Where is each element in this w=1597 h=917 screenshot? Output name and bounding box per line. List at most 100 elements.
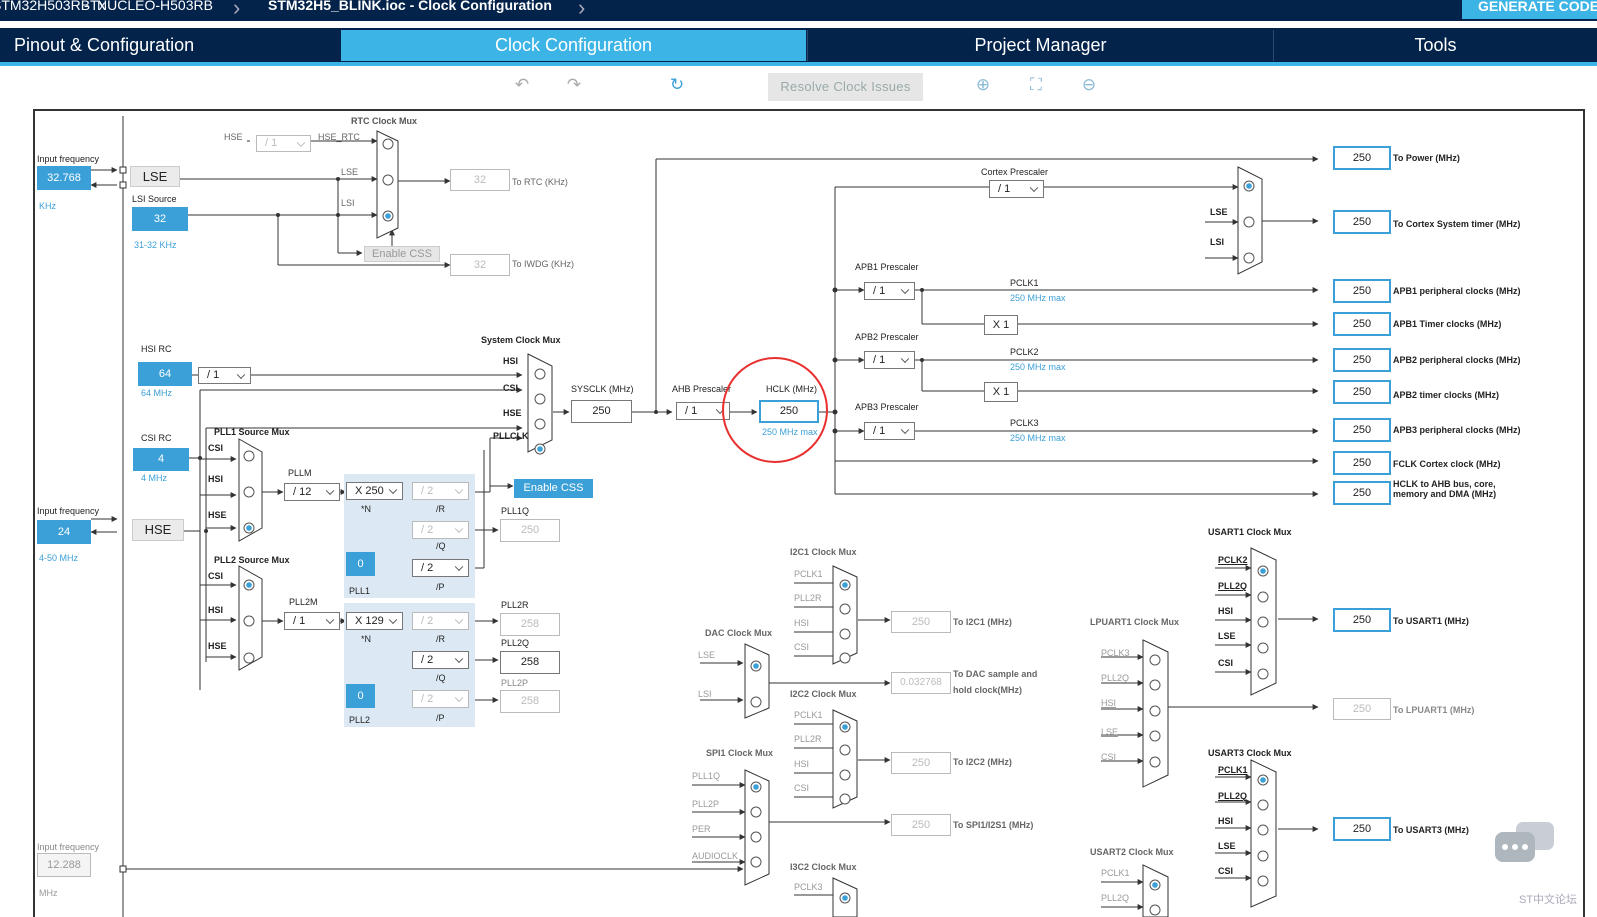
pll1-mux-hse: HSE [208,510,227,520]
hse-input-frequency[interactable]: 24 [37,520,91,544]
zoom-in-icon[interactable]: ⊕ [975,75,991,94]
iwdg-output-value: 32 [450,254,510,276]
cortex-lse-label: LSE [1210,207,1228,217]
csi-unit: 4 MHz [141,473,168,483]
cortex-prescaler[interactable]: / 1 [989,180,1044,198]
sysclk-value: 250 [571,400,632,423]
apb1-prescaler-label: APB1 Prescaler [855,262,919,272]
output-label: APB3 peripheral clocks (MHz) [1393,425,1521,435]
system-clock-mux-label: System Clock Mux [481,335,561,345]
hse-block[interactable]: HSE [132,519,184,541]
fit-icon[interactable]: ⛶ [1030,75,1042,94]
pclk3-label: PCLK3 [1010,418,1039,428]
breadcrumb-arrow-icon: › [233,0,241,20]
pll2-r-label: /R [436,634,445,644]
tab-tools[interactable]: Tools [1414,35,1457,55]
sysclk-label: SYSCLK (MHz) [571,384,634,394]
csi-rc-label: CSI RC [141,433,172,443]
pllm-divider[interactable]: / 12 [284,483,340,501]
pll2q-label: PLL2Q [501,638,530,648]
i2c2-in-pclk1: PCLK1 [794,710,823,720]
pll1-n-multiplier[interactable]: X 250 [346,482,403,500]
hsi-unit: 64 MHz [141,388,173,398]
output-value: 250 [1333,146,1391,170]
pll1-p-label: /P [436,582,445,592]
pclk2-max: 250 MHz max [1010,362,1066,372]
output-value: 250 [1333,481,1391,505]
cortex-lsi-label: LSI [1210,237,1225,247]
pll1-p-divider[interactable]: / 2 [412,559,469,577]
pll1-q-divider[interactable]: / 2 [412,521,469,539]
hsi-divider[interactable]: / 1 [198,367,251,384]
pll2-fractional[interactable]: 0 [346,684,375,708]
cortex-prescaler-label: Cortex Prescaler [981,167,1049,177]
tab-pinout[interactable]: Pinout & Configuration [14,35,195,55]
lpuart1-in-hsi: HSI [1101,698,1117,708]
breadcrumb-chip[interactable]: STM32H503RBTx [0,0,106,13]
tab-project-manager[interactable]: Project Manager [974,35,1107,55]
spi1-mux-label: SPI1 Clock Mux [706,748,774,758]
hsi-rc-label: HSI RC [141,344,172,354]
rtc-enable-css-button[interactable]: Enable CSS [364,246,440,262]
pll2-q-divider[interactable]: / 2 [412,651,469,669]
zoom-out-icon[interactable]: ⊖ [1081,75,1097,94]
tab-clock[interactable]: Clock Configuration [341,30,806,61]
pclk1-label: PCLK1 [1010,278,1039,288]
pll1-r-divider[interactable]: / 2 [412,482,469,500]
apb3-prescaler-label: APB3 Prescaler [855,402,919,412]
pllm-label: PLLM [288,468,312,478]
output-label: FCLK Cortex clock (MHz) [1393,459,1501,469]
breadcrumb-file[interactable]: STM32H5_BLINK.ioc - Clock Configuration [268,0,552,13]
tab-separator [1273,30,1274,61]
pll1q-label: PLL1Q [501,506,530,516]
pclk2-label: PCLK2 [1010,347,1039,357]
pll2r-value: 258 [500,613,560,636]
hsi-value: 64 [138,362,192,386]
pll2m-label: PLL2M [289,597,318,607]
i2c2-in-hsi: HSI [794,759,810,769]
dac-mux-label: DAC Clock Mux [705,628,773,638]
apb2-timer-multiplier: X 1 [984,382,1018,402]
resolve-clock-issues-button[interactable]: Resolve Clock Issues [768,73,923,101]
output-value: 250 [1333,279,1391,303]
output-label: APB1 Timer clocks (MHz) [1393,319,1502,329]
pll1-fractional[interactable]: 0 [346,552,375,576]
breadcrumb-board[interactable]: NUCLEO-H503RB [97,0,213,13]
usart1-output-label: To USART1 (MHz) [1393,616,1469,626]
generate-code-button[interactable]: GENERATE CODE [1462,0,1597,19]
refresh-icon[interactable]: ↻ [669,75,685,94]
ahb-prescaler[interactable]: / 1 [676,402,730,420]
i2c1-output-label: To I2C1 (MHz) [953,617,1012,627]
pll1q-value: 250 [500,519,560,542]
apb1-prescaler[interactable]: / 1 [864,282,915,300]
pll1-n-label: *N [361,504,372,514]
rtc-hse-divider[interactable]: / 1 [256,135,311,152]
lsi-range: 31-32 KHz [134,240,177,250]
breadcrumb-sep: - [84,0,89,13]
spi1-output-value: 250 [891,814,951,836]
pll2-r-divider[interactable]: / 2 [412,612,469,630]
pll2-p-divider[interactable]: / 2 [412,690,469,708]
usart3-mux-label: USART3 Clock Mux [1208,748,1292,758]
i2c2-in-csi: CSI [794,783,810,793]
redo-icon[interactable]: ↷ [566,75,582,94]
i2c1-output-value: 250 [891,611,951,633]
pll2-n-multiplier[interactable]: X 129 [346,612,403,630]
apb3-prescaler[interactable]: / 1 [864,422,915,440]
lpuart1-in-pll2q: PLL2Q [1101,673,1130,683]
lse-input-frequency[interactable]: 32.768 [37,166,91,190]
enable-css-button[interactable]: Enable CSS [514,479,593,498]
ext-input-frequency[interactable]: 12.288 [37,853,91,877]
undo-icon[interactable]: ↶ [514,75,530,94]
chat-icon[interactable] [1490,818,1558,878]
dac-in-lse: LSE [698,650,716,660]
rtc-mux-label: RTC Clock Mux [351,116,418,126]
i2c2-in-pll2r: PLL2R [794,734,822,744]
lse-input-frequency-label: Input frequency [37,154,100,164]
output-label: HCLK to AHB bus, core, memory and DMA (M… [1393,479,1497,499]
lse-block[interactable]: LSE [130,166,180,187]
usart1-in-pll2q: PLL2Q [1218,581,1248,591]
apb2-prescaler[interactable]: / 1 [864,351,915,369]
usart3-output-value: 250 [1333,817,1391,841]
pll2m-divider[interactable]: / 1 [284,612,340,630]
